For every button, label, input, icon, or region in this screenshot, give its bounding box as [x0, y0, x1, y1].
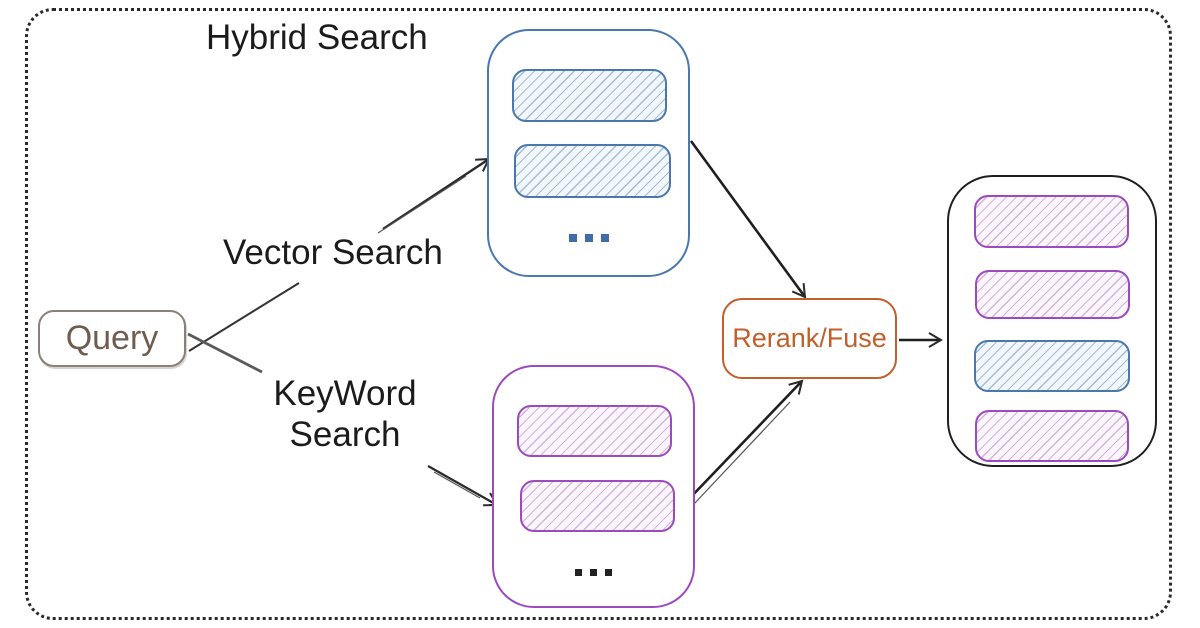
- keyword-search-label-line2: Search: [289, 415, 401, 454]
- rerank-fuse-label: Rerank/Fuse: [732, 323, 887, 353]
- ellipsis-icon: [489, 234, 688, 242]
- fused-results-container: [947, 175, 1157, 467]
- fused-result-chunk-keyword: [975, 270, 1130, 319]
- vector-result-chunk: [514, 144, 671, 198]
- diagram-title: Hybrid Search: [206, 18, 428, 57]
- keyword-result-chunk: [517, 405, 672, 457]
- keyword-search-label-line1: KeyWord: [273, 374, 417, 413]
- query-node: Query: [38, 310, 186, 367]
- fused-result-chunk-vector: [974, 340, 1130, 392]
- query-node-label: Query: [65, 319, 159, 357]
- vector-result-chunk: [512, 69, 667, 122]
- vector-results-container: [487, 29, 690, 277]
- ellipsis-icon: [494, 569, 693, 576]
- keyword-result-chunk: [520, 480, 675, 532]
- rerank-fuse-node: Rerank/Fuse: [722, 298, 897, 379]
- diagram-border: [25, 8, 1172, 620]
- keyword-search-label: KeyWord Search: [255, 373, 435, 455]
- fused-result-chunk-keyword: [975, 410, 1129, 462]
- fused-result-chunk-keyword: [974, 195, 1129, 248]
- keyword-results-container: [492, 365, 695, 608]
- vector-search-label: Vector Search: [223, 233, 443, 272]
